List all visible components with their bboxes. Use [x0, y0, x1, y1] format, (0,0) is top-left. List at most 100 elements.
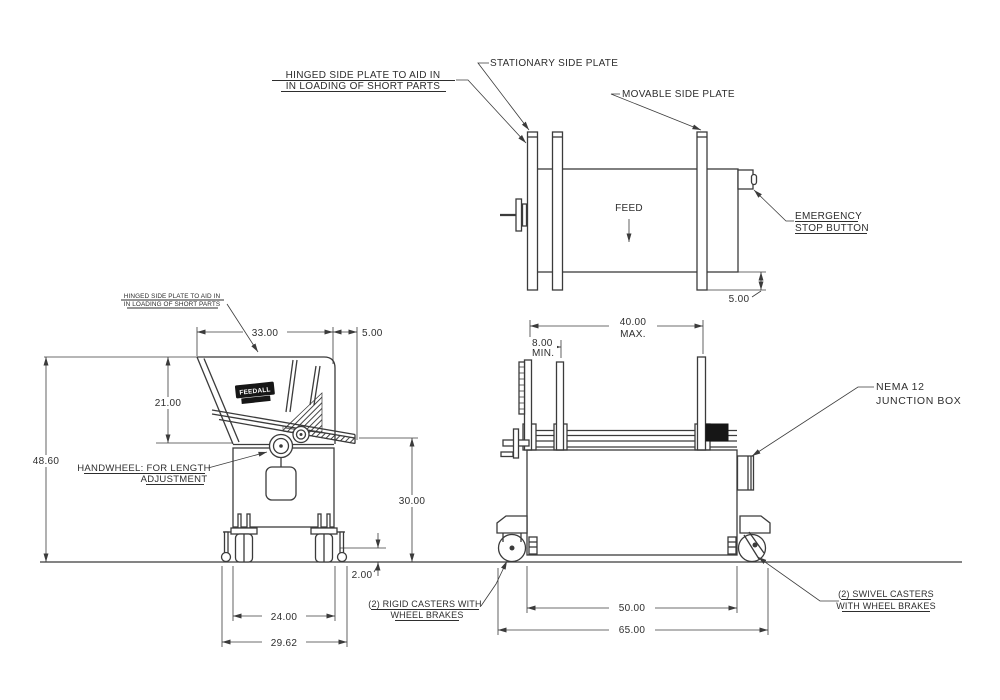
side-view-body — [526, 449, 738, 556]
caster-plate — [310, 527, 338, 535]
brake-pedal — [727, 536, 737, 555]
swivel-caster-hub — [752, 542, 758, 548]
hinged-plate-outer — [196, 356, 234, 445]
side-view: 40.00 MAX. 8.00 MIN. 50.00 65.00 NEMA 12… — [368, 315, 961, 636]
dim-text-40: 40.00 — [620, 317, 647, 328]
dim-mask — [529, 337, 557, 358]
dim-text: 5.00 — [729, 294, 750, 305]
dim-mask — [609, 623, 655, 636]
handwheel-handle — [500, 451, 514, 458]
nema-label-1: NEMA 12 — [876, 381, 925, 393]
dim-text-5: 5.00 — [362, 328, 383, 339]
estop-leader — [753, 189, 794, 222]
hinged-small-label-1: HINGED SIDE PLATE TO AID IN — [124, 293, 221, 300]
junction-box-outline — [736, 455, 755, 491]
hinged-side-plate — [526, 131, 539, 291]
brake-rod — [339, 531, 345, 555]
rigid-caster-hub — [509, 545, 515, 551]
hinged-small-label-2: IN LOADING OF SHORT PARTS — [124, 301, 220, 308]
rigid-caster-bracket — [496, 515, 528, 534]
handwheel-rim — [272, 437, 290, 455]
feed-direction: FEED — [615, 203, 643, 242]
swivel-fork — [743, 534, 760, 560]
handwheel-label-2: ADJUSTMENT — [141, 474, 208, 485]
top-view-plates — [526, 131, 708, 291]
logo-subplate — [241, 395, 271, 404]
dim-text-max: MAX. — [620, 329, 646, 340]
dim-text-33: 33.00 — [252, 328, 279, 339]
belt-line — [211, 409, 356, 436]
swivel-casters-leader — [757, 556, 839, 602]
estop-box — [737, 169, 758, 190]
movable-side-plate-edge — [696, 356, 707, 451]
dim-mask — [243, 326, 287, 338]
caster-bolt — [246, 513, 251, 529]
dim-mask — [609, 315, 657, 339]
dim-mask — [609, 601, 655, 614]
nema-label-2: JUNCTION BOX — [876, 395, 961, 407]
handwheel-flange — [515, 198, 523, 232]
dim-text-min: MIN. — [532, 348, 554, 359]
hinged-side-plate-edge — [523, 359, 533, 451]
swivel-casters-label-2: WITH WHEEL BRAKES — [836, 601, 936, 611]
top-view-labels: HINGED SIDE PLATE TO AID IN IN LOADING O… — [272, 58, 869, 234]
junction-box — [736, 455, 755, 491]
dim-hook — [751, 290, 762, 298]
front-view: FEEDALL — [24, 293, 434, 649]
dim-text-2962: 29.62 — [271, 638, 298, 649]
handwheel-label-1: HANDWHEEL: FOR LENGTH — [77, 463, 211, 474]
dim-text-2: 2.00 — [352, 570, 373, 581]
hopper-outline — [197, 356, 336, 444]
handwheel-leader — [207, 451, 268, 469]
swivel-caster-bracket — [739, 515, 771, 534]
rigid-casters-leader — [480, 560, 508, 607]
estop-housing — [737, 169, 754, 190]
dim-mask — [24, 455, 68, 467]
rigid-casters-label-2: WHEEL BRAKES — [390, 610, 463, 620]
hinged-label-1: HINGED SIDE PLATE TO AID IN — [286, 70, 441, 81]
swivel-fork — [748, 531, 765, 554]
side-plate-section — [309, 365, 317, 406]
caster-bolt — [317, 513, 322, 529]
dim-text-8: 8.00 — [532, 338, 553, 349]
top-view-handwheel — [500, 198, 528, 232]
estop-button — [750, 173, 758, 186]
dim-mask — [262, 610, 306, 622]
side-view-dimensions: 40.00 MAX. 8.00 MIN. 50.00 65.00 — [497, 315, 769, 636]
hinged-small-leader — [226, 303, 259, 353]
dim-text-65: 65.00 — [619, 625, 646, 636]
brake-foot — [220, 551, 232, 563]
front-view-dimensions: 33.00 5.00 21.00 48.60 30.00 2.00 24.0 — [24, 326, 434, 649]
side-view-labels: NEMA 12 JUNCTION BOX (2) RIGID CASTERS W… — [368, 381, 961, 621]
side-casters — [496, 515, 771, 563]
dim-plate-extension: 5.00 — [707, 271, 766, 305]
dim-mask — [262, 636, 306, 648]
dim-text-24: 24.00 — [271, 612, 298, 623]
swivel-casters-label-1: (2) SWIVEL CASTERS — [838, 589, 934, 599]
caster-plate — [230, 527, 258, 535]
hinged-plate-inner — [203, 358, 240, 443]
hinged-leader — [456, 79, 527, 144]
nema-leader — [751, 386, 874, 457]
stationary-leader — [477, 62, 530, 131]
brake-foot — [336, 551, 348, 563]
front-view-labels: HINGED SIDE PLATE TO AID IN IN LOADING O… — [77, 293, 268, 485]
front-casters — [220, 513, 348, 563]
dim-text-50: 50.00 — [619, 603, 646, 614]
side-plate-section — [285, 359, 294, 413]
dim-mask — [390, 495, 434, 507]
caster-bolt — [237, 513, 242, 529]
movable-label: MOVABLE SIDE PLATE — [622, 89, 735, 100]
scale-strip — [518, 361, 526, 415]
dim-mask — [146, 397, 190, 409]
side-plate-section — [289, 359, 298, 413]
hinged-label-2: IN LOADING OF SHORT PARTS — [286, 81, 441, 92]
side-view-handwheel — [500, 428, 530, 459]
idler-roller-hub — [295, 429, 307, 440]
feedall-logo: FEEDALL — [234, 381, 275, 404]
brake-rod — [223, 531, 229, 555]
side-plate-section — [313, 365, 321, 406]
adjustment-scale — [518, 361, 526, 415]
